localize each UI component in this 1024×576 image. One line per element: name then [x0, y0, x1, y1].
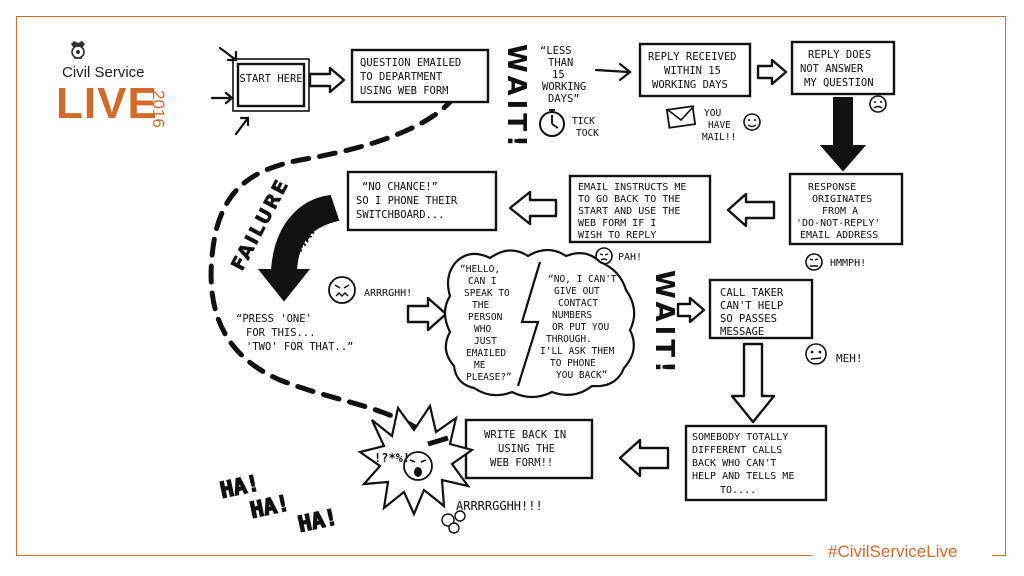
arrow-to-call-taker: [678, 298, 704, 322]
grumpy-face-icon: [806, 254, 822, 270]
final-scream-text: ARRRRGGHH!!!: [456, 499, 543, 513]
wait-label-2: WAIT!: [649, 270, 679, 377]
arrow-to-phone-call: [408, 298, 446, 330]
arrow-start-to-question: [310, 68, 344, 92]
arrow-to-reply-not-answer: [758, 60, 786, 84]
haha-text: HA! HA! HA!: [218, 471, 340, 538]
start-box: [238, 64, 304, 106]
envelope-icon: [667, 106, 695, 128]
arrow-down-to-no-reply: [822, 98, 864, 170]
angry-face-icon: [329, 277, 355, 303]
wait-label-1: WAIT!: [501, 44, 531, 151]
arrow-down-to-callback: [732, 344, 774, 422]
svg-text:WAIT!: WAIT!: [649, 270, 679, 377]
tick-tock-text: TICK TOCK: [572, 116, 601, 139]
smiley-icon: [744, 114, 760, 130]
arrow-to-no-chance: [510, 192, 556, 224]
wait-quote: “LESS THAN 15 WORKING DAYS”: [540, 45, 593, 105]
start-label: START HERE: [239, 73, 302, 85]
press-one-text: “PRESS 'ONE' FOR THIS... 'TWO' FOR THAT.…: [236, 313, 353, 353]
sad-face-icon: [870, 96, 886, 112]
svg-text:WAIT!: WAIT!: [501, 44, 531, 151]
swear-text: !?*%!: [374, 451, 410, 465]
arrrgh-text: ARRRGHH!: [364, 288, 412, 299]
arrow-to-email-instructs: [728, 194, 774, 226]
arrow-to-write-back: [620, 440, 668, 476]
smoke-puffs: [442, 511, 465, 533]
meh-text: MEH!: [836, 352, 863, 365]
pah-text: PAH!: [618, 252, 642, 263]
arrow-to-reply-received: [596, 64, 630, 80]
clock-icon: [540, 110, 564, 136]
hmmph-text: HMMPH!: [830, 258, 866, 269]
svg-text:HA!: HA!: [296, 505, 340, 538]
meh-face-icon: [806, 344, 826, 364]
reply-not-answer-text: REPLY DOES NOT ANSWER MY QUESTION: [800, 49, 878, 89]
you-have-mail-text: YOU HAVE MAIL!!: [702, 108, 737, 143]
